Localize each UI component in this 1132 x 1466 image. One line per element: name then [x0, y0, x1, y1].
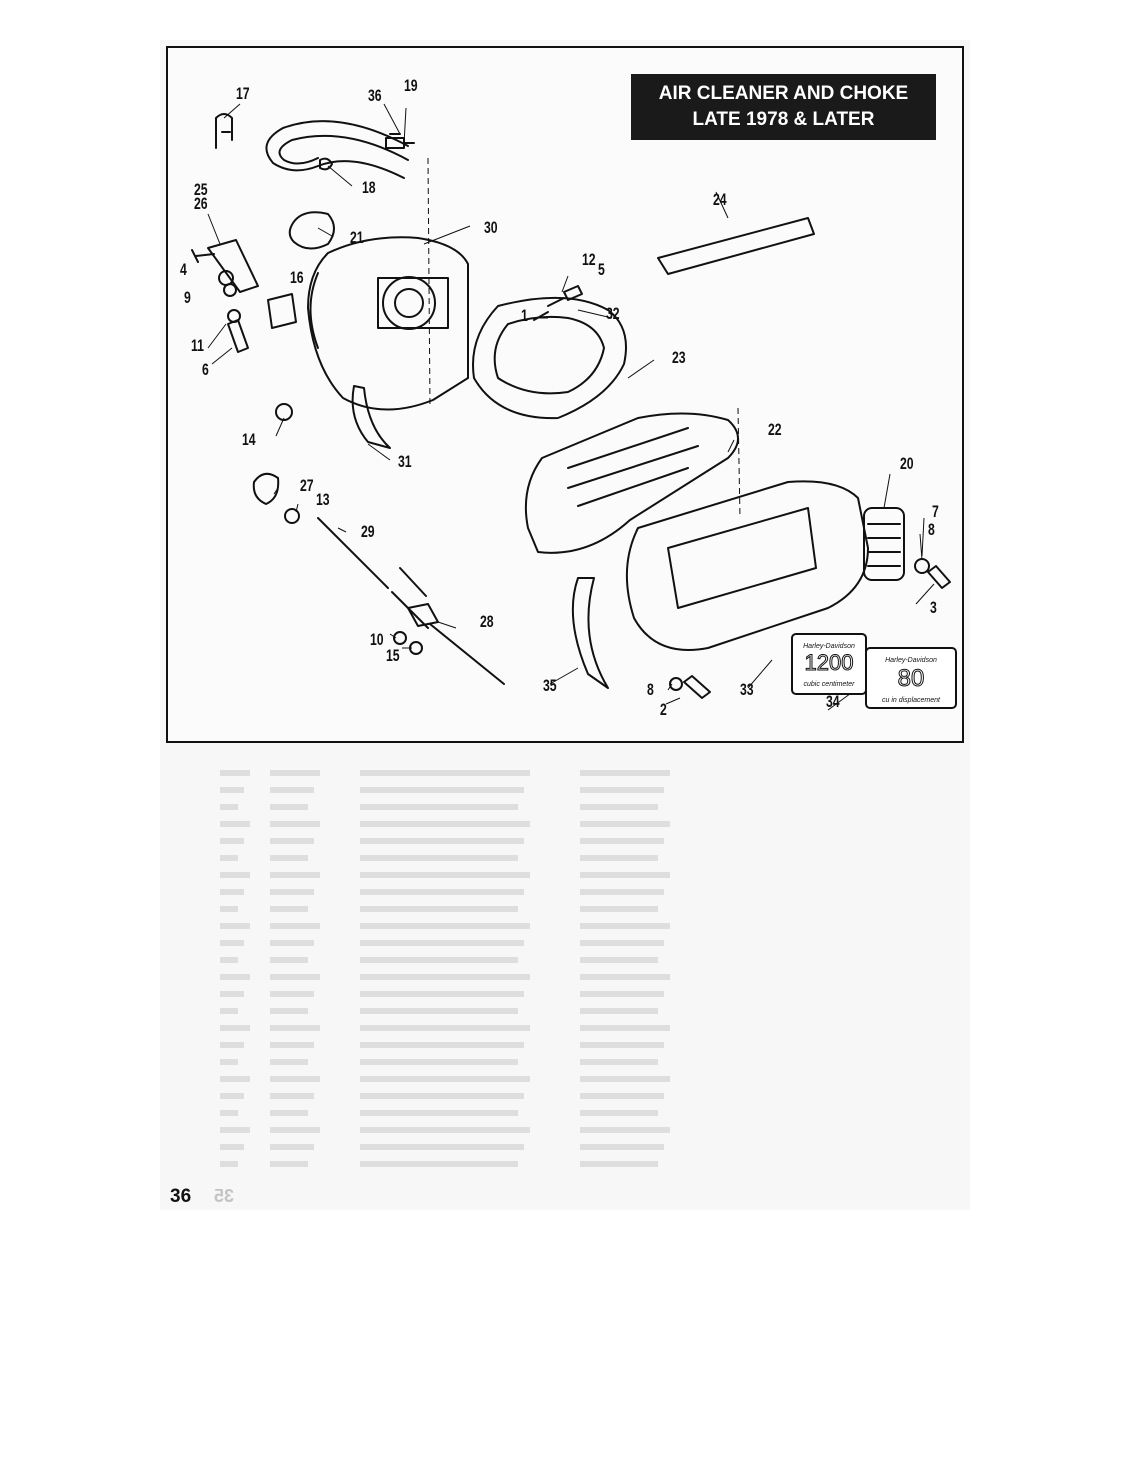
diagram-title-box: AIR CLEANER AND CHOKE LATE 1978 & LATER — [631, 74, 936, 140]
callout-label: 24 — [713, 190, 727, 209]
callout-label: 6 — [202, 360, 209, 379]
hose-fitting-part — [385, 133, 415, 149]
callout-label: 26 — [194, 194, 208, 213]
badge-1200-brand: Harley-Davidson — [803, 643, 855, 650]
callout-label: 32 — [606, 304, 620, 323]
badge-80-caption: cu in displacement — [882, 697, 941, 704]
callout-label: 1 — [521, 306, 528, 325]
title-line-1: AIR CLEANER AND CHOKE — [658, 83, 909, 104]
bleed-through-parts-table — [220, 50, 960, 1167]
callout-label: 28 — [480, 612, 494, 631]
badge-80-number: 80 — [898, 665, 925, 692]
callout-label: 12 — [582, 250, 596, 269]
callout-label: 31 — [398, 452, 412, 471]
callout-label: 9 — [184, 288, 191, 307]
badge-1200-plate: Harley-Davidson 1200 cubic centimeter — [791, 633, 867, 695]
callout-label: 16 — [290, 268, 304, 287]
badge-80-plate: Harley-Davidson 80 cu in displacement — [865, 647, 957, 709]
callout-label: 5 — [598, 260, 605, 279]
callout-label: 17 — [236, 84, 250, 103]
callout-label: 2 — [660, 700, 667, 719]
callout-label: 15 — [386, 646, 400, 665]
breather-hose-part — [265, 120, 409, 179]
callout-label: 34 — [826, 692, 840, 711]
bracket-clip-part — [215, 113, 233, 149]
callout-label: 21 — [350, 228, 364, 247]
trim-plate-part — [657, 217, 815, 275]
air-cleaner-cover-part — [625, 480, 869, 651]
callout-label: 33 — [740, 680, 754, 699]
callout-label: 3 — [930, 598, 937, 617]
callout-label: 8 — [647, 680, 654, 699]
callout-label: 36 — [368, 86, 382, 105]
callout-label: 22 — [768, 420, 782, 439]
badge-1200-number: 1200 — [805, 650, 854, 675]
gasket-part — [288, 211, 335, 250]
callout-label: 10 — [370, 630, 384, 649]
exploded-diagram: Harley-Davidson 1200 cubic centimeter Ha… — [191, 103, 957, 711]
badge-80-brand: Harley-Davidson — [885, 657, 937, 664]
exploded-diagram-frame: Harley-Davidson 1200 cubic centimeter Ha… — [166, 46, 964, 743]
title-line-2: LATE 1978 & LATER — [692, 109, 875, 130]
callout-label: 13 — [316, 490, 330, 509]
callout-label: 18 — [362, 178, 376, 197]
callout-label: 4 — [180, 260, 187, 279]
callout-label: 14 — [242, 430, 256, 449]
callout-label: 11 — [191, 336, 204, 355]
filter-element-part — [472, 296, 627, 420]
callout-label: 27 — [300, 476, 314, 495]
callout-label: 8 — [928, 520, 935, 539]
filter-cover-part — [524, 412, 739, 554]
support-strap-part — [351, 385, 391, 449]
callout-label: 25 — [194, 180, 208, 199]
page-number: 36 — [170, 1186, 192, 1207]
callout-label: 20 — [900, 454, 914, 473]
callout-label: 7 — [932, 502, 939, 521]
backplate-part — [307, 236, 469, 411]
callout-label: 35 — [543, 676, 557, 695]
ribbed-pad-part — [863, 507, 905, 581]
callout-label: 30 — [484, 218, 498, 237]
callout-label: 23 — [672, 348, 686, 367]
callout-label: 29 — [361, 522, 375, 541]
badge-1200-caption: cubic centimeter — [804, 681, 856, 688]
callout-label: 19 — [404, 76, 418, 95]
ghost-page-number: 35 — [214, 1186, 235, 1206]
